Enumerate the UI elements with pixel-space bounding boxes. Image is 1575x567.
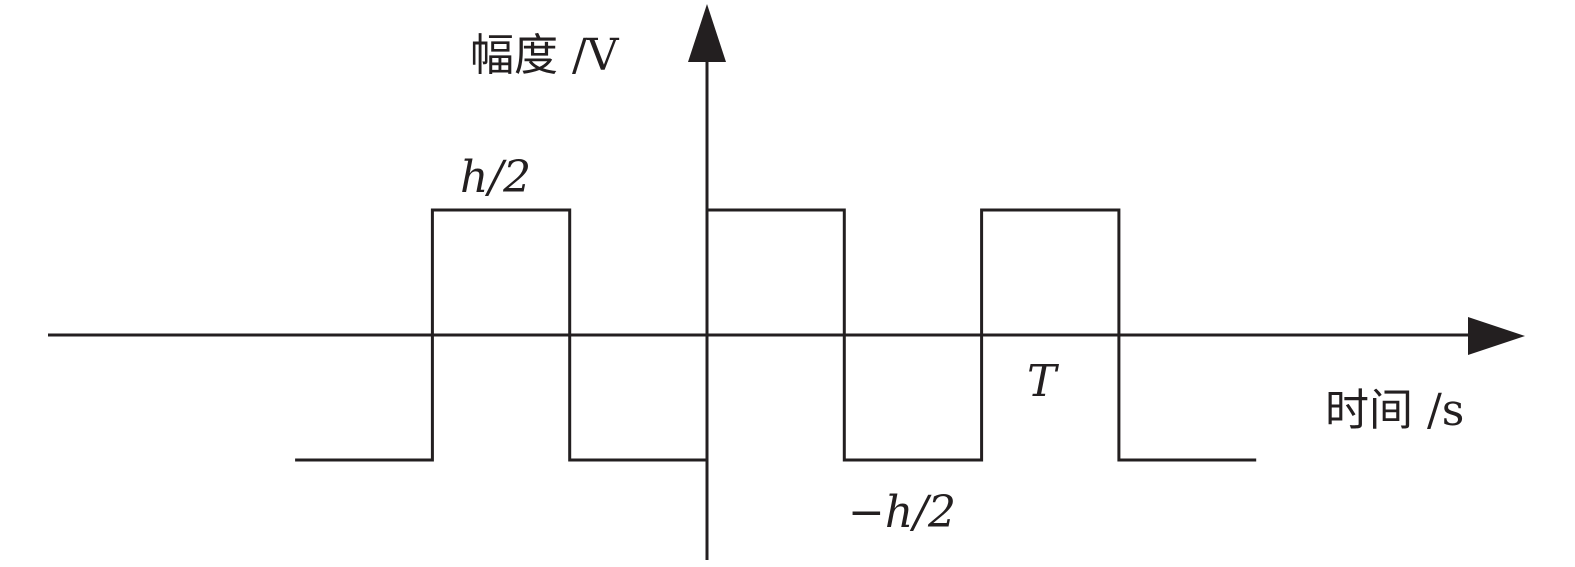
low-level-label: −h/2 [848, 487, 956, 538]
period-label: T [1027, 356, 1060, 407]
square-wave [295, 208, 1257, 462]
y-axis-arrow-icon [688, 4, 726, 62]
x-axis-arrow-icon [1468, 317, 1525, 355]
x-axis-label: 时间 /s [1325, 385, 1464, 436]
high-level-label: h/2 [460, 152, 531, 203]
y-axis-label: 幅度 /V [470, 30, 620, 81]
